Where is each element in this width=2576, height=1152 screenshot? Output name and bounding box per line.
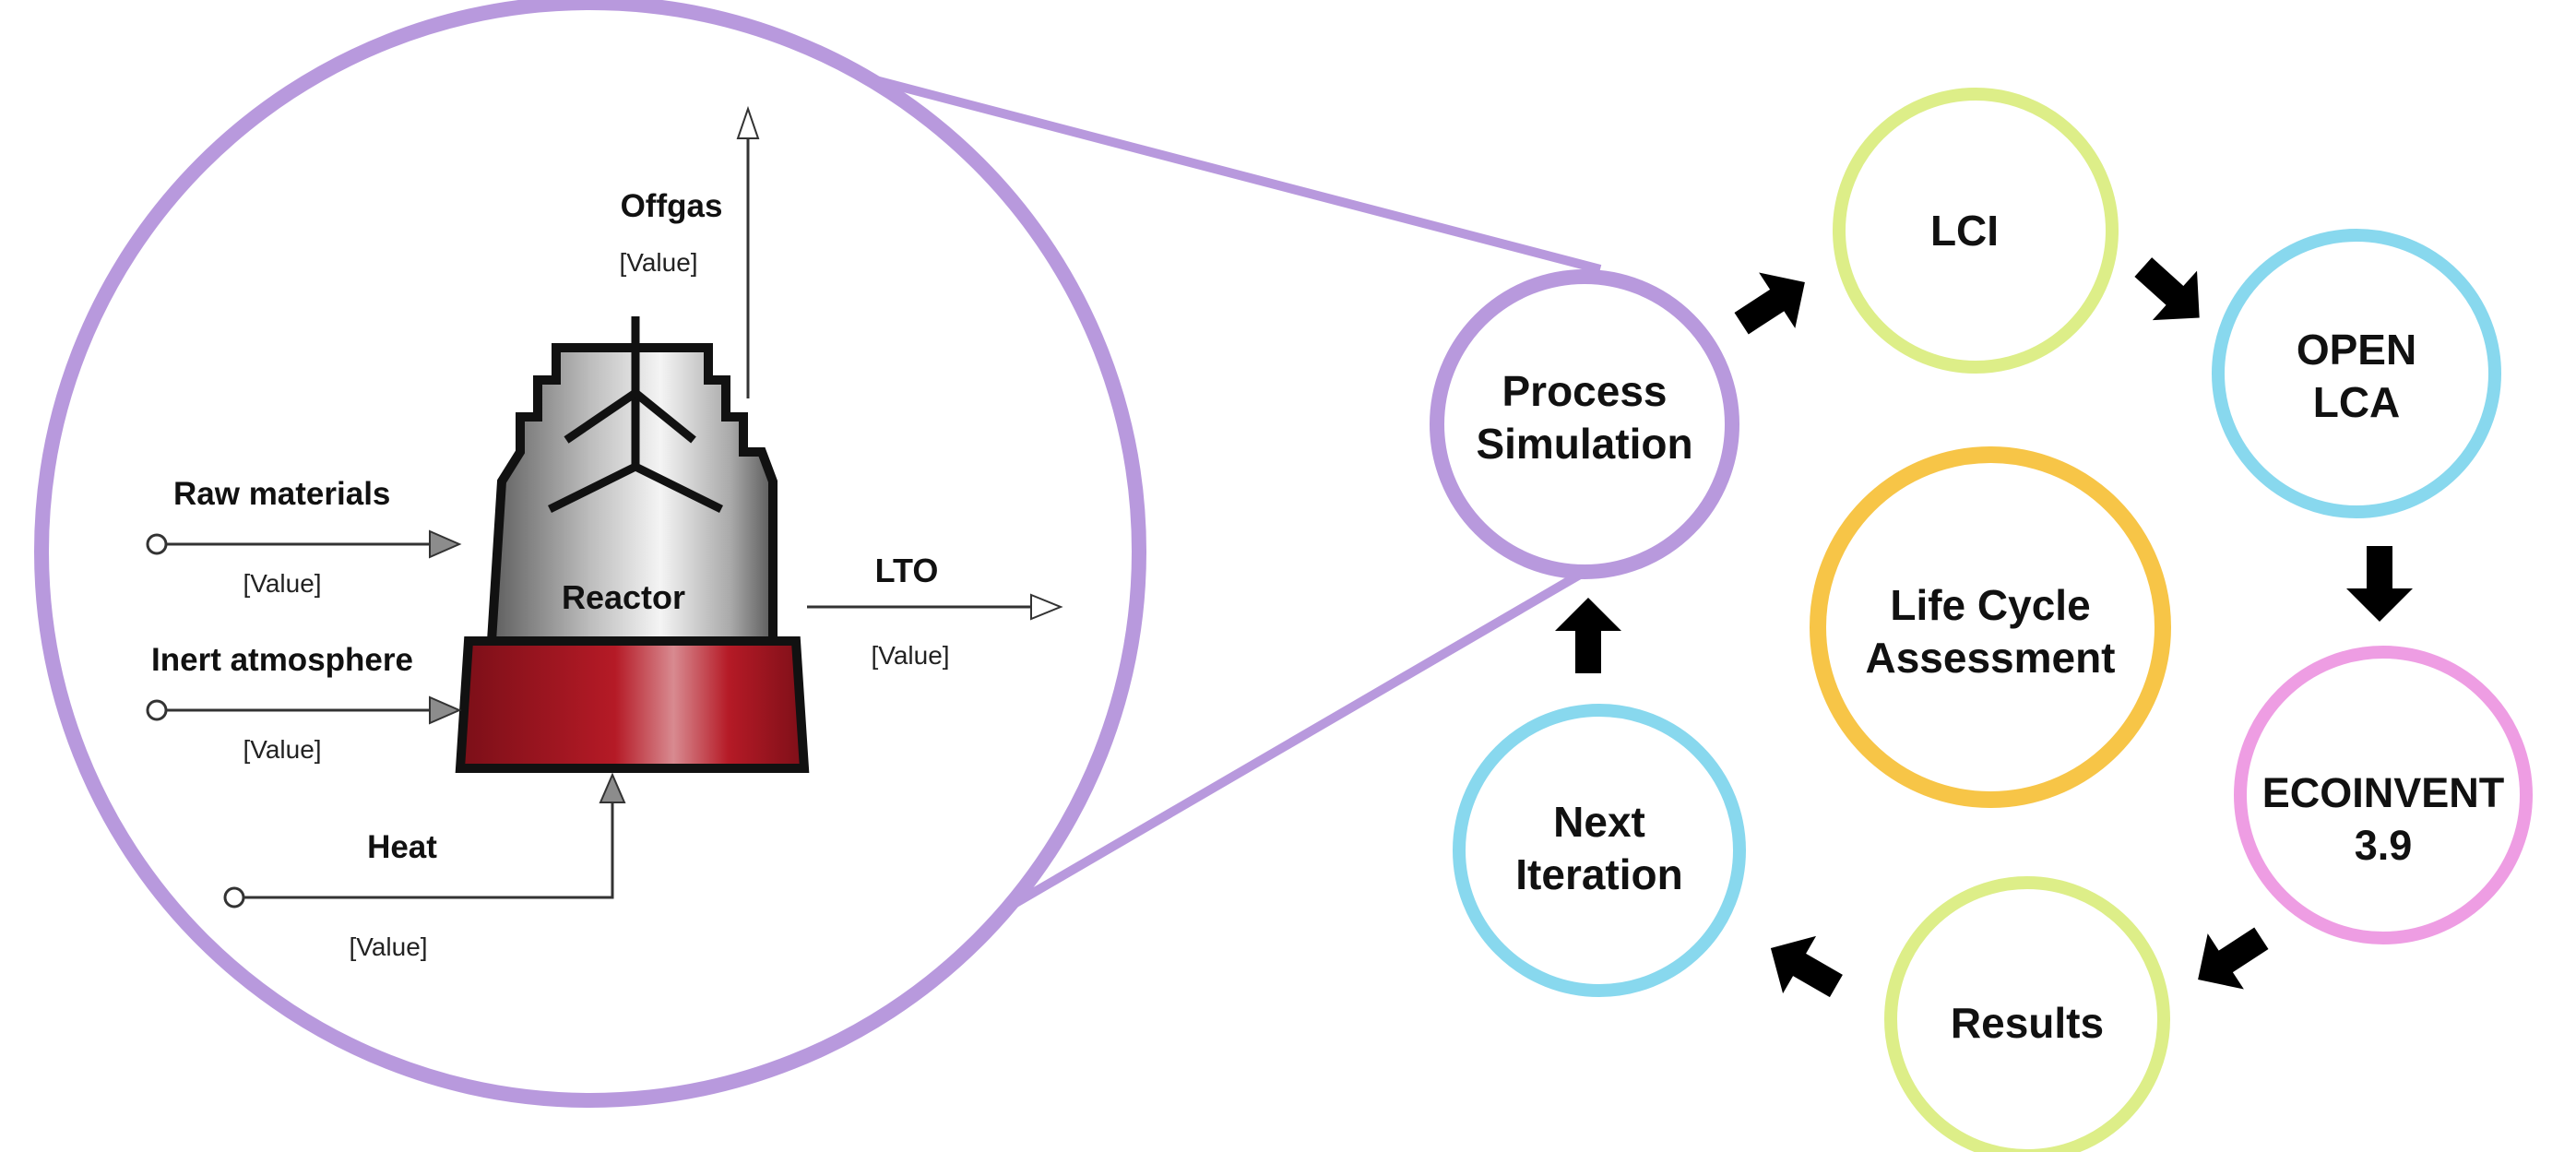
zoom-connector-top xyxy=(842,67,1602,274)
raw-materials-source-node xyxy=(146,533,168,555)
reactor-body xyxy=(486,343,778,646)
offgas-label: Offgas xyxy=(621,188,723,224)
life-cycle-assessment-center-node xyxy=(1810,446,2171,808)
reactor xyxy=(455,316,810,773)
stirrer-blade-lower xyxy=(548,461,723,514)
stirrer-blade-upper xyxy=(564,387,696,444)
raw-materials-label: Raw materials xyxy=(173,476,390,512)
next-iteration-node xyxy=(1453,704,1746,997)
reactor-label: Reactor xyxy=(562,578,685,616)
lto-label: LTO xyxy=(875,552,939,589)
arrow-open-lca-to-ecoinvent xyxy=(2346,546,2413,622)
open-lca-label-line2: LCA xyxy=(2313,378,2401,426)
reactor-liquid xyxy=(455,636,810,773)
results-node xyxy=(1884,876,2170,1152)
lto-value: [Value] xyxy=(871,641,949,670)
inert-atmosphere-label: Inert atmosphere xyxy=(151,642,413,678)
heat-label: Heat xyxy=(367,829,437,865)
lto-arrowhead xyxy=(1030,593,1063,621)
heat-stream-line xyxy=(243,802,614,899)
offgas-value: [Value] xyxy=(619,248,697,277)
raw-materials-value: [Value] xyxy=(243,569,321,598)
ecoinvent-label-line1: ECOINVENT xyxy=(2262,769,2505,816)
heat-value: [Value] xyxy=(349,932,427,961)
heat-source-node xyxy=(223,886,245,909)
inert-atmosphere-value: [Value] xyxy=(243,735,321,764)
heat-arrowhead xyxy=(599,772,626,803)
ecoinvent-label-line2: 3.9 xyxy=(2355,822,2413,869)
life-cycle-assessment-label-line1: Life Cycle xyxy=(1890,581,2090,629)
life-cycle-assessment-label-line2: Assessment xyxy=(1865,634,2115,682)
next-iteration-label-line1: Next xyxy=(1553,798,1645,846)
inert-atmosphere-source-node xyxy=(146,699,168,721)
lci-node xyxy=(1833,88,2119,374)
arrow-lci-to-open-lca xyxy=(2134,257,2200,321)
lci-label: LCI xyxy=(1930,207,1999,255)
ecoinvent-node xyxy=(2234,646,2533,944)
open-lca-node xyxy=(2212,229,2501,518)
arrow-results-to-next-iteration xyxy=(1770,935,1843,998)
process-simulation-node xyxy=(1430,269,1739,579)
process-simulation-label-line2: Simulation xyxy=(1476,420,1692,468)
results-label: Results xyxy=(1951,999,2104,1047)
process-simulation-label-line1: Process xyxy=(1502,367,1667,415)
arrow-process-simulation-to-lci xyxy=(1734,272,1805,335)
open-lca-label-line1: OPEN xyxy=(2297,326,2416,374)
offgas-arrowhead xyxy=(736,105,760,139)
arrow-next-iteration-to-process-simulation xyxy=(1555,598,1621,673)
raw-materials-arrowhead xyxy=(429,529,462,559)
zoom-connector-bottom xyxy=(975,567,1587,930)
next-iteration-label-line2: Iteration xyxy=(1515,850,1682,898)
inert-atmosphere-arrowhead xyxy=(429,695,462,725)
arrow-ecoinvent-to-results xyxy=(2198,927,2269,990)
